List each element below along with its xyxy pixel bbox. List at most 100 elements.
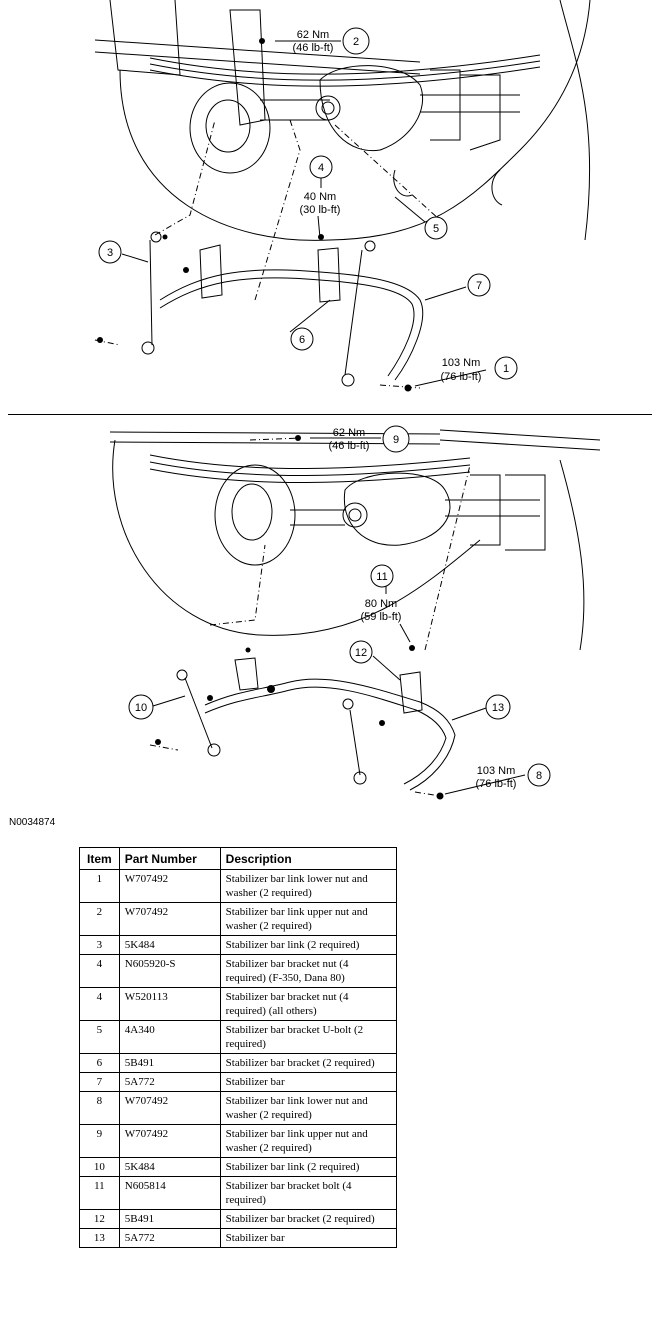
cell-part-number: 5B491 — [118, 1053, 221, 1073]
torque-label-lbft-8: (76 lb-ft) — [476, 778, 517, 790]
torque-label-lbft-2: (46 lb-ft) — [293, 42, 334, 54]
torque-label-nm-4: 40 Nm — [304, 191, 336, 203]
cell-part-number: W707492 — [118, 1124, 221, 1158]
cell-item: 4 — [79, 954, 120, 988]
svg-text:2: 2 — [353, 36, 359, 48]
cell-part-number: N605814 — [118, 1176, 221, 1210]
u-bolt — [393, 169, 413, 197]
cell-item: 7 — [79, 1072, 120, 1092]
leaf-spring — [149, 54, 541, 87]
cell-description: Stabilizer bar link lower nut and washer… — [219, 1091, 398, 1125]
callout-10: 10 — [128, 694, 154, 720]
stabilizer-bar — [204, 678, 456, 791]
frame-rail — [94, 39, 421, 75]
cell-description: Stabilizer bar bracket nut (4 required) … — [219, 987, 398, 1021]
callout-12: 12 — [349, 640, 373, 664]
callout-6: 6 — [290, 327, 314, 351]
svg-text:4: 4 — [318, 162, 324, 174]
cell-part-number: 4A340 — [118, 1020, 221, 1054]
cell-part-number: 5K484 — [118, 935, 221, 955]
tire-outline — [119, 0, 591, 241]
link-right — [349, 709, 361, 776]
cell-description: Stabilizer bar bracket bolt (4 required) — [219, 1176, 398, 1210]
torque-label-lbft-1: (76 lb-ft) — [441, 371, 482, 383]
cell-description: Stabilizer bar bracket nut (4 required) … — [219, 954, 398, 988]
svg-text:6: 6 — [299, 334, 305, 346]
link-left — [184, 677, 213, 749]
cell-item: 10 — [79, 1157, 120, 1177]
table-header-row: Item Part Number Description — [79, 847, 398, 870]
cell-item: 2 — [79, 902, 120, 936]
svg-text:5: 5 — [433, 223, 439, 235]
cell-part-number: W707492 — [118, 869, 221, 903]
stabilizer-bar — [159, 269, 424, 381]
cell-description: Stabilizer bar — [219, 1072, 398, 1092]
figure-id: N0034874 — [9, 817, 56, 828]
cell-part-number: W520113 — [118, 987, 221, 1021]
cell-description: Stabilizer bar link upper nut and washer… — [219, 1124, 398, 1158]
svg-text:9: 9 — [393, 434, 399, 446]
header-description: Description — [219, 847, 398, 870]
bracket-left — [199, 244, 223, 299]
cell-description: Stabilizer bar link lower nut and washer… — [219, 869, 398, 903]
cell-item: 5 — [79, 1020, 120, 1054]
bracket-left — [234, 657, 259, 691]
svg-text:11: 11 — [376, 571, 387, 583]
torque-label-lbft-11: (59 lb-ft) — [361, 611, 402, 623]
torque-label-nm-9: 62 Nm — [333, 427, 365, 439]
differential — [319, 65, 424, 152]
cell-item: 1 — [79, 869, 120, 903]
callout-4: 4 — [309, 155, 333, 179]
callout-3: 3 — [98, 240, 122, 264]
link-right — [344, 249, 363, 376]
svg-text:3: 3 — [107, 247, 113, 259]
cell-part-number: 5B491 — [118, 1209, 221, 1229]
callout-9: 9 — [382, 425, 410, 453]
svg-text:12: 12 — [355, 647, 367, 659]
differential — [343, 472, 451, 546]
callout-8: 8 — [527, 763, 551, 787]
bottom-illustration: 62 Nm (46 lb-ft) 80 Nm (59 lb-ft) 103 Nm… — [109, 425, 601, 800]
callout-7: 7 — [467, 273, 491, 297]
bracket-right — [399, 671, 423, 714]
cell-part-number: 5A772 — [118, 1072, 221, 1092]
callout-2: 2 — [342, 27, 370, 55]
callout-1: 1 — [494, 356, 518, 380]
bracket-right — [317, 247, 341, 303]
svg-text:10: 10 — [135, 702, 147, 714]
header-part-number: Part Number — [118, 847, 221, 870]
cell-description: Stabilizer bar bracket U-bolt (2 require… — [219, 1020, 398, 1054]
cell-item: 13 — [79, 1228, 120, 1248]
cell-item: 8 — [79, 1091, 120, 1125]
top-illustration: 62 Nm (46 lb-ft) 40 Nm (30 lb-ft) 103 Nm… — [94, 0, 591, 392]
cell-part-number: W707492 — [118, 902, 221, 936]
torque-label-nm-8: 103 Nm — [477, 765, 516, 777]
brake-drum — [214, 464, 296, 566]
svg-text:1: 1 — [503, 363, 509, 375]
callout-5: 5 — [424, 216, 448, 240]
cell-item: 3 — [79, 935, 120, 955]
torque-label-nm-2: 62 Nm — [297, 29, 329, 41]
link-left — [149, 239, 153, 346]
callout-11: 11 — [370, 564, 394, 588]
cell-item: 11 — [79, 1176, 120, 1210]
cell-item: 4 — [79, 987, 120, 1021]
cell-description: Stabilizer bar — [219, 1228, 398, 1248]
torque-label-nm-11: 80 Nm — [365, 598, 397, 610]
cell-part-number: 5A772 — [118, 1228, 221, 1248]
svg-text:7: 7 — [476, 280, 482, 292]
